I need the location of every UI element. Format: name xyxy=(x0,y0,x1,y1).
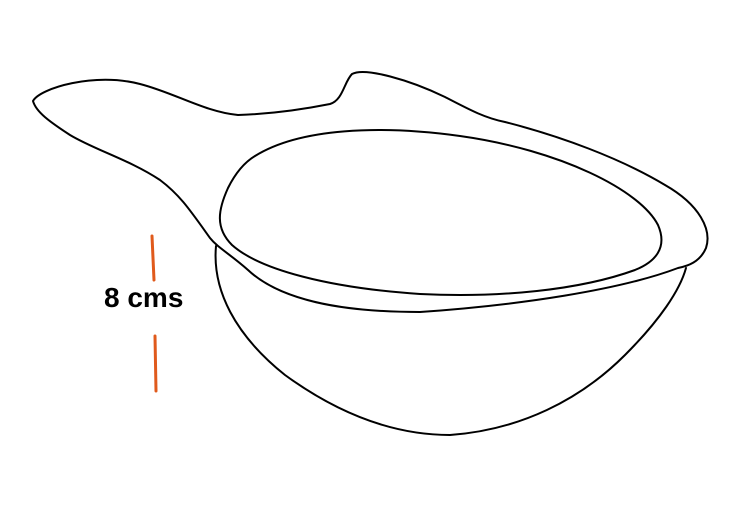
scoop-bowl-body xyxy=(214,245,687,436)
scoop-inner-opening xyxy=(218,129,663,296)
dimension-label: 8 cms xyxy=(104,282,184,313)
dimension-line-top xyxy=(150,234,156,282)
dimension-line-bottom xyxy=(153,334,158,393)
scoop-rim-outline xyxy=(32,71,709,313)
